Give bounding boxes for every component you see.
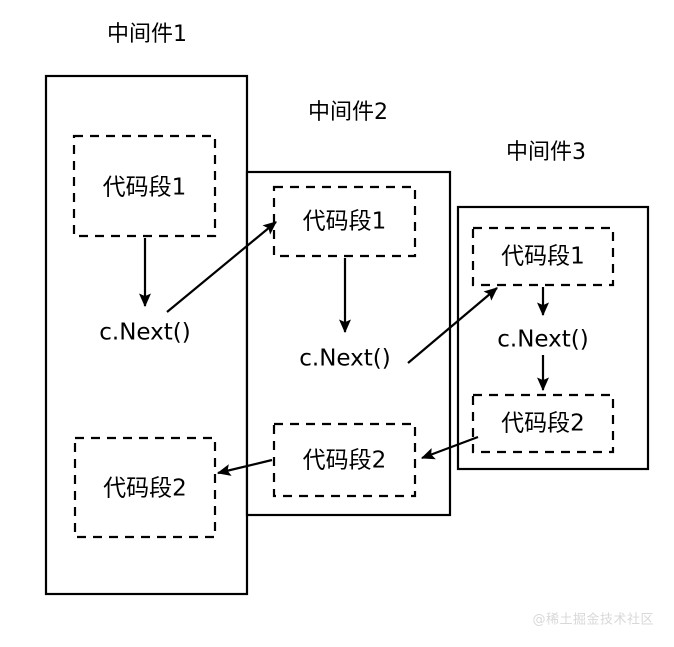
middleware-3-title: 中间件3 xyxy=(506,140,586,165)
mw2-code2-to-mw1-code2-arrow xyxy=(216,458,273,476)
middleware-1-code-segment-2-label: 代码段2 xyxy=(103,476,187,502)
cross-middleware-connections xyxy=(166,221,498,476)
middleware-1-next-call-label: c.Next() xyxy=(99,320,190,346)
middleware-3-code-segment-1-box xyxy=(471,226,615,287)
mw1-next-to-mw2-code1-arrow xyxy=(166,221,277,313)
middleware-3-code-segment-2-label: 代码段2 xyxy=(501,411,585,437)
middleware-2-code-segment-1-label: 代码段1 xyxy=(303,209,387,235)
middleware-3-group: 中间件3 代码段1 c.Next() 代码段2 xyxy=(456,140,650,471)
middleware-1-code-segment-2-box xyxy=(73,436,217,539)
middleware-3-code-segment-1-label: 代码段1 xyxy=(501,244,585,270)
middleware-1-group: 中间件1 代码段1 c.Next() 代码段2 xyxy=(44,22,249,596)
middleware-2-group: 中间件2 代码段1 c.Next() 代码段2 xyxy=(245,100,452,517)
middleware-2-next-call-label: c.Next() xyxy=(299,346,390,372)
middleware-2-title: 中间件2 xyxy=(308,100,388,125)
middleware-2-code-segment-1-box xyxy=(272,185,417,258)
middleware-1-code-segment-1-box xyxy=(72,134,217,238)
middleware-3-next-call-label: c.Next() xyxy=(497,327,588,353)
middleware-1-title: 中间件1 xyxy=(107,22,187,47)
mw3-code2-to-mw2-code2-arrow xyxy=(420,435,479,460)
watermark-text: @稀土掘金技术社区 xyxy=(532,612,654,628)
middleware-2-code-segment-2-box xyxy=(272,422,417,498)
mw2-next-to-mw3-code1-arrow xyxy=(407,287,498,364)
middleware-3-code-segment-2-box xyxy=(471,393,615,454)
middleware-1-code-segment-1-label: 代码段1 xyxy=(103,175,187,201)
middleware-2-code-segment-2-label: 代码段2 xyxy=(303,448,387,474)
